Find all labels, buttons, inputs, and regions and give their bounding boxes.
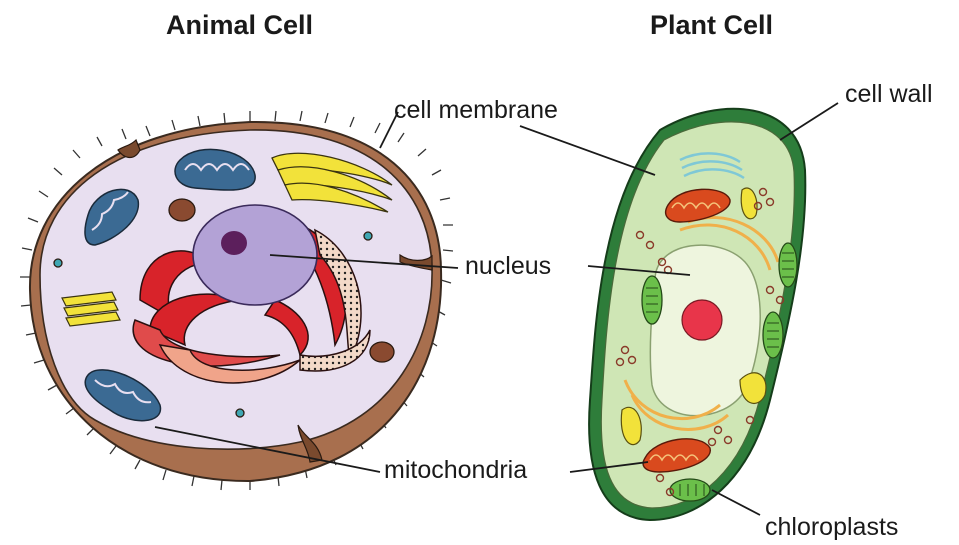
animal-cell xyxy=(20,111,453,490)
chloroplasts-label: chloroplasts xyxy=(765,513,898,542)
plant-cell xyxy=(589,109,805,520)
cell-wall-label: cell wall xyxy=(845,80,933,109)
golgi-small xyxy=(62,292,120,326)
animal-nucleus xyxy=(193,205,317,305)
mitochondria-label: mitochondria xyxy=(384,456,527,485)
plant-nucleolus xyxy=(682,300,722,340)
cell-membrane-label: cell membrane xyxy=(394,96,558,125)
nucleus-label: nucleus xyxy=(465,252,551,281)
animal-nucleolus xyxy=(221,231,247,255)
